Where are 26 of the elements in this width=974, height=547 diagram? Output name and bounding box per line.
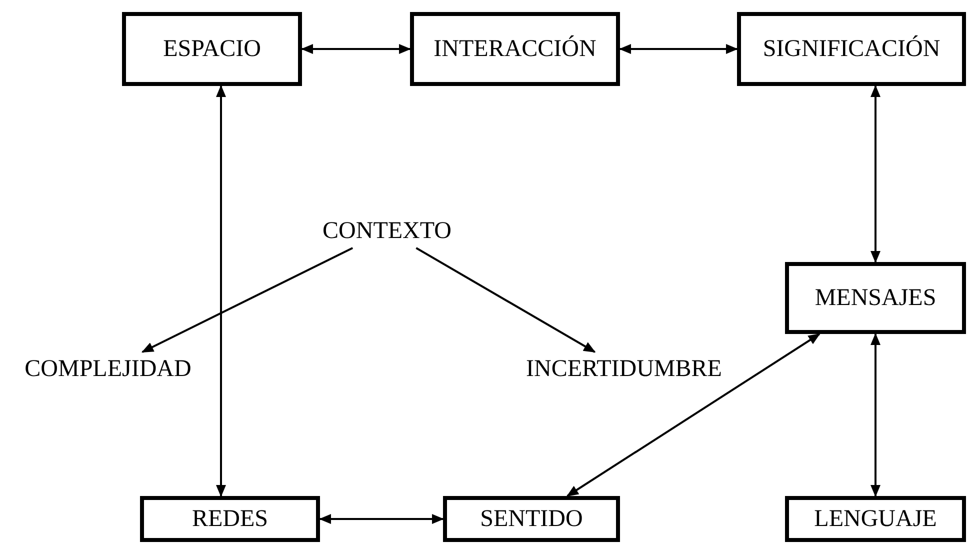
arrow [870,85,880,263]
concept-box [443,496,620,542]
box-label: REDES [192,506,268,532]
box-label: SIGNIFICACIÓN [762,36,940,62]
arrow [416,247,596,353]
concept-label: INCERTIDUMBRE [508,352,740,386]
box-label: ESPACIO [163,36,261,62]
arrow [141,247,354,353]
arrow [301,44,411,54]
concept-box [122,12,302,86]
box-label: MENSAJES [814,284,936,312]
box-label: INTERACCIÓN [434,36,596,62]
concept-label: COMPLEJIDAD [8,352,208,386]
concept-box [785,262,966,334]
arrow [619,44,738,54]
box-label: SENTIDO [480,506,583,532]
arrow [216,85,226,497]
concept-box [410,12,620,86]
concept-box [737,12,966,86]
concept-box [140,496,320,542]
arrow [319,514,444,524]
concept-label: CONTEXTO [312,214,462,248]
arrow [870,333,880,497]
concept-box [785,496,966,542]
arrow [566,333,820,497]
box-label: LENGUAJE [814,506,937,532]
